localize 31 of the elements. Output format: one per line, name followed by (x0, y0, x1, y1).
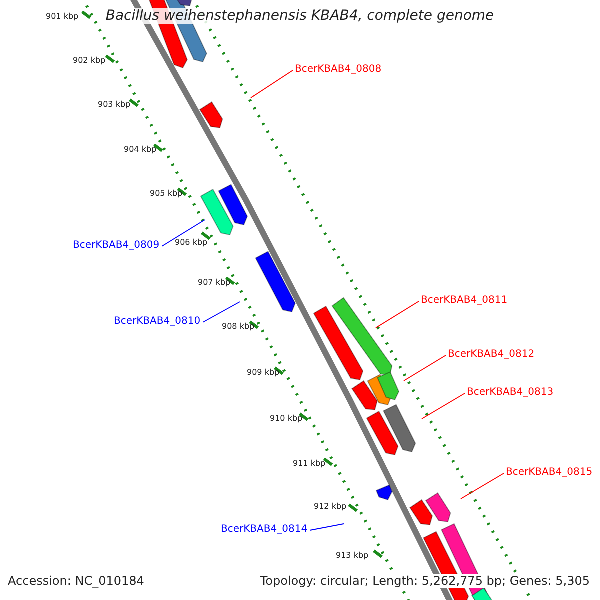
gene-label: BcerKBAB4_0813 (467, 387, 554, 398)
scale-label: 910 kbp (270, 414, 303, 423)
leader-line (310, 524, 344, 531)
leader-line (162, 220, 206, 247)
scale-label: 901 kbp (46, 12, 79, 21)
scale-label: 911 kbp (293, 459, 326, 468)
gene-label: BcerKBAB4_0808 (295, 64, 382, 75)
gene-label: BcerKBAB4_0814 (221, 524, 308, 535)
leader-line (250, 70, 294, 98)
leader-line (404, 355, 446, 382)
gene-label: BcerKBAB4_0809 (73, 240, 160, 251)
footer-text: Accession: NC_010184 (8, 574, 144, 588)
scale-label: 905 kbp (150, 189, 183, 198)
gene-label: BcerKBAB4_0810 (114, 316, 201, 327)
scale-label: 906 kbp (175, 238, 208, 247)
scale-label: 904 kbp (124, 145, 157, 154)
scale-label: 912 kbp (314, 502, 347, 511)
footer-text: Topology: circular; Length: 5,262,775 bp; Genes: 5,305 (260, 574, 590, 588)
scale-label: 913 kbp (336, 551, 369, 560)
leader-line (202, 302, 240, 323)
leader-line (422, 393, 466, 420)
scale-label: 903 kbp (98, 100, 131, 109)
leader-line (376, 301, 420, 328)
scale-label: 909 kbp (247, 368, 280, 377)
gene-label: BcerKBAB4_0812 (448, 349, 535, 360)
leader-line (460, 473, 504, 500)
scale-label: 902 kbp (73, 56, 106, 65)
gene-label: BcerKBAB4_0811 (421, 295, 508, 306)
scale-label: 907 kbp (198, 278, 231, 287)
scale-label: 908 kbp (222, 322, 255, 331)
gene-label: BcerKBAB4_0815 (506, 467, 593, 478)
